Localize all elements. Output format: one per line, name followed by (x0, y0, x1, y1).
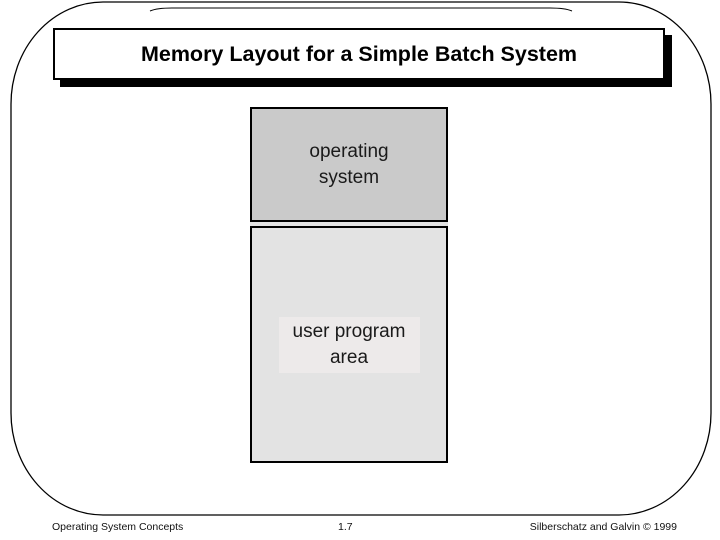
os-box-label-line-1: operating (309, 140, 389, 162)
user-box-label-line-1: user program (292, 320, 406, 342)
title-box: Memory Layout for a Simple Batch System (53, 28, 665, 80)
user-box-label-line-2: area (329, 346, 369, 368)
os-box-label: operating system (309, 139, 388, 191)
footer-slide-number: 1.7 (338, 521, 353, 533)
os-memory-box: operating system (250, 107, 448, 222)
slide-title: Memory Layout for a Simple Batch System (140, 41, 578, 66)
memory-diagram: operating system user program area (250, 107, 448, 463)
footer-authors: Silberschatz and Galvin © 1999 (529, 521, 677, 533)
os-box-label-line-2: system (318, 166, 380, 188)
footer: Operating System Concepts 1.7 Silberscha… (0, 519, 720, 537)
user-box-label: user program area (278, 316, 420, 373)
user-program-box: user program area (250, 226, 448, 463)
footer-book-title: Operating System Concepts (52, 521, 184, 533)
